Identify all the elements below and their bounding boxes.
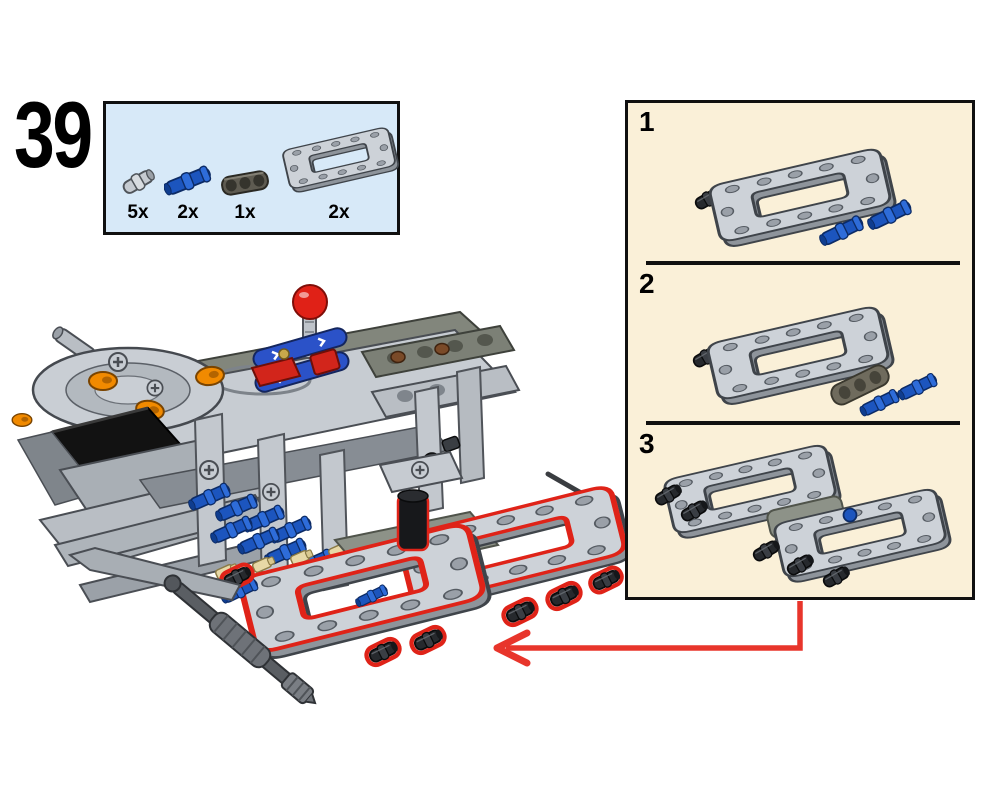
part-quantity: 1x bbox=[234, 202, 256, 223]
substep-1-illustration bbox=[692, 144, 915, 251]
part-item: 1x bbox=[218, 162, 272, 224]
part-quantity: 5x bbox=[127, 202, 149, 223]
part-item: 2x bbox=[164, 162, 212, 224]
panel-step-3: 3 bbox=[628, 425, 972, 597]
technic-pin-blue-icon bbox=[164, 163, 212, 200]
subassembly-panel: 1 2 3 bbox=[625, 100, 975, 600]
panel-step-1: 1 bbox=[628, 103, 972, 261]
step-divider bbox=[646, 261, 960, 265]
panel-step-number: 1 bbox=[639, 106, 655, 137]
highlighted-subassembly bbox=[218, 450, 635, 668]
gear-lever bbox=[250, 284, 350, 393]
part-quantity: 2x bbox=[177, 202, 199, 223]
blue-pins-cluster bbox=[185, 480, 336, 580]
substep-2-illustration bbox=[690, 302, 940, 420]
technic-frame-icon bbox=[280, 125, 400, 195]
panel-step-2: 2 bbox=[628, 265, 972, 421]
driveshaft bbox=[67, 546, 317, 705]
parts-callout: 5x 2x 1x 2x bbox=[103, 101, 400, 235]
part-item: 2x bbox=[278, 120, 400, 224]
step-divider bbox=[646, 421, 960, 425]
red-arrow bbox=[493, 601, 803, 667]
substep-3-illustration bbox=[652, 441, 954, 591]
technic-pin-gray-icon bbox=[119, 165, 158, 198]
technic-liftarm-dark-icon bbox=[221, 170, 269, 196]
step-number: 39 bbox=[14, 82, 93, 187]
panel-step-number: 2 bbox=[639, 268, 655, 299]
chassis-illustration bbox=[11, 284, 635, 705]
part-item: 5x bbox=[118, 164, 158, 224]
part-quantity: 2x bbox=[328, 202, 350, 223]
panel-step-number: 3 bbox=[639, 428, 655, 459]
